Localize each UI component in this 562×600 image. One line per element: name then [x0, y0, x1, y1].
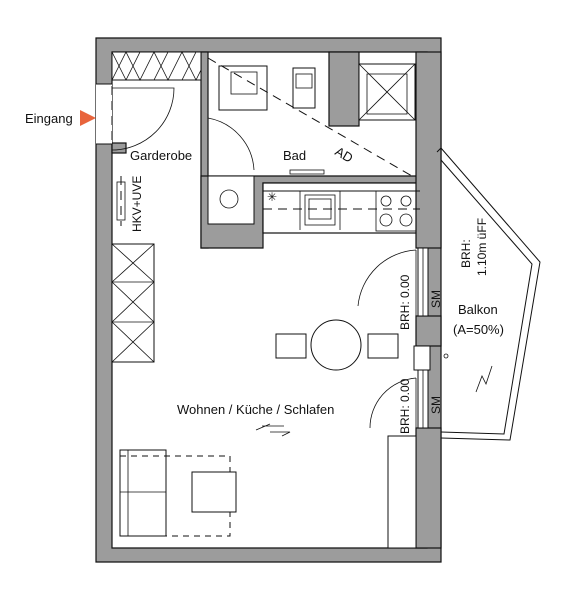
wall-right-mid: [415, 315, 442, 347]
wardrobe-cabinets: [111, 243, 155, 363]
dining-set: [275, 319, 399, 371]
washbasin: [207, 175, 255, 225]
sofa: [119, 449, 231, 537]
bad-label: Bad: [283, 148, 306, 163]
entrance-arrow-icon: [80, 110, 96, 126]
chair-left: [275, 333, 307, 359]
living-arrows-icon: [255, 423, 291, 437]
balkon-label: Balkon: [458, 302, 498, 317]
bathroom: [207, 57, 416, 225]
wall-right-lower: [415, 427, 442, 549]
brh-window-upper-label: BRH: 0.00: [398, 274, 412, 330]
armchair: [191, 471, 237, 513]
living-label: Wohnen / Küche / Schlafen: [177, 402, 334, 417]
garderobe-label: Garderobe: [130, 148, 192, 163]
balcony: [436, 147, 541, 441]
wardrobe-rack: [111, 51, 202, 81]
kitchen: ✳: [263, 190, 420, 232]
balkon-area-label: (A=50%): [453, 322, 504, 337]
hkv-label: HKV+UVE: [130, 176, 144, 232]
balcony-doors: [357, 247, 449, 429]
entrance-label: Eingang: [25, 111, 73, 126]
fridge-star-icon: ✳: [267, 190, 277, 204]
brh-window-lower-label: BRH: 0.00: [398, 378, 412, 434]
washing-machine: [218, 65, 268, 111]
wall-entrance-bottom: [111, 142, 127, 154]
wall-bad-stub: [328, 51, 360, 127]
kitchen-sink: [304, 194, 336, 226]
ad-label: AD: [333, 144, 356, 166]
hob: [375, 190, 417, 232]
sm-lower-label: SM: [429, 396, 443, 414]
wall-column: [387, 435, 417, 549]
chair-right: [367, 333, 399, 359]
hkv-meter: [116, 176, 126, 226]
wall-right-upper: [415, 51, 442, 249]
dining-table: [310, 319, 362, 371]
balcony-brh-label-1: BRH:: [459, 239, 473, 268]
entrance: Eingang: [25, 83, 175, 151]
sm-upper-label: SM: [429, 290, 443, 308]
balcony-brh-label-2: 1.10m üFF: [475, 218, 489, 276]
